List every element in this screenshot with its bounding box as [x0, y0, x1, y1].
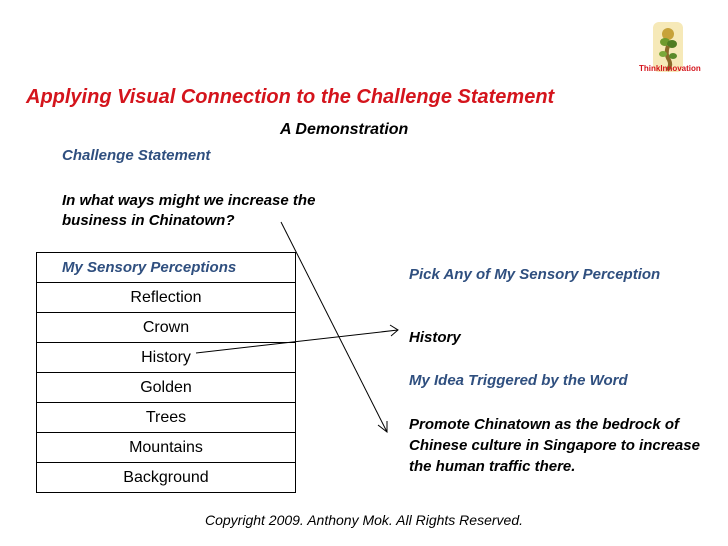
perceptions-header: My Sensory Perceptions — [37, 253, 295, 283]
picked-word: History — [409, 329, 461, 346]
idea-label: My Idea Triggered by the Word — [409, 372, 628, 389]
challenge-label: Challenge Statement — [62, 147, 211, 164]
pick-label: Pick Any of My Sensory Perception — [409, 266, 661, 283]
page-subtitle: A Demonstration — [280, 121, 409, 138]
perception-item: History — [37, 343, 295, 373]
logo-text: ThinkInnovation — [639, 64, 701, 73]
thinkinnovation-logo — [653, 22, 683, 72]
perception-item: Background — [123, 469, 209, 486]
idea-text: Promote Chinatown as the bedrock of Chin… — [409, 416, 700, 475]
perception-item: Golden — [37, 373, 295, 403]
perceptions-table: My Sensory Perceptions Reflection Crown … — [36, 252, 296, 493]
perception-item: Trees — [37, 403, 295, 433]
perception-item: Crown — [37, 313, 295, 343]
challenge-arrowhead — [377, 421, 388, 434]
history-arrow — [195, 329, 399, 354]
challenge-arrow — [280, 221, 388, 433]
page-title: Applying Visual Connection to the Challe… — [26, 86, 555, 108]
challenge-text: In what ways might we increase the busin… — [62, 192, 316, 229]
history-arrowhead — [389, 324, 399, 337]
perception-item: Mountains — [37, 433, 295, 463]
copyright: Copyright 2009. Anthony Mok. All Rights … — [204, 512, 523, 528]
perception-item: Reflection — [37, 283, 295, 313]
